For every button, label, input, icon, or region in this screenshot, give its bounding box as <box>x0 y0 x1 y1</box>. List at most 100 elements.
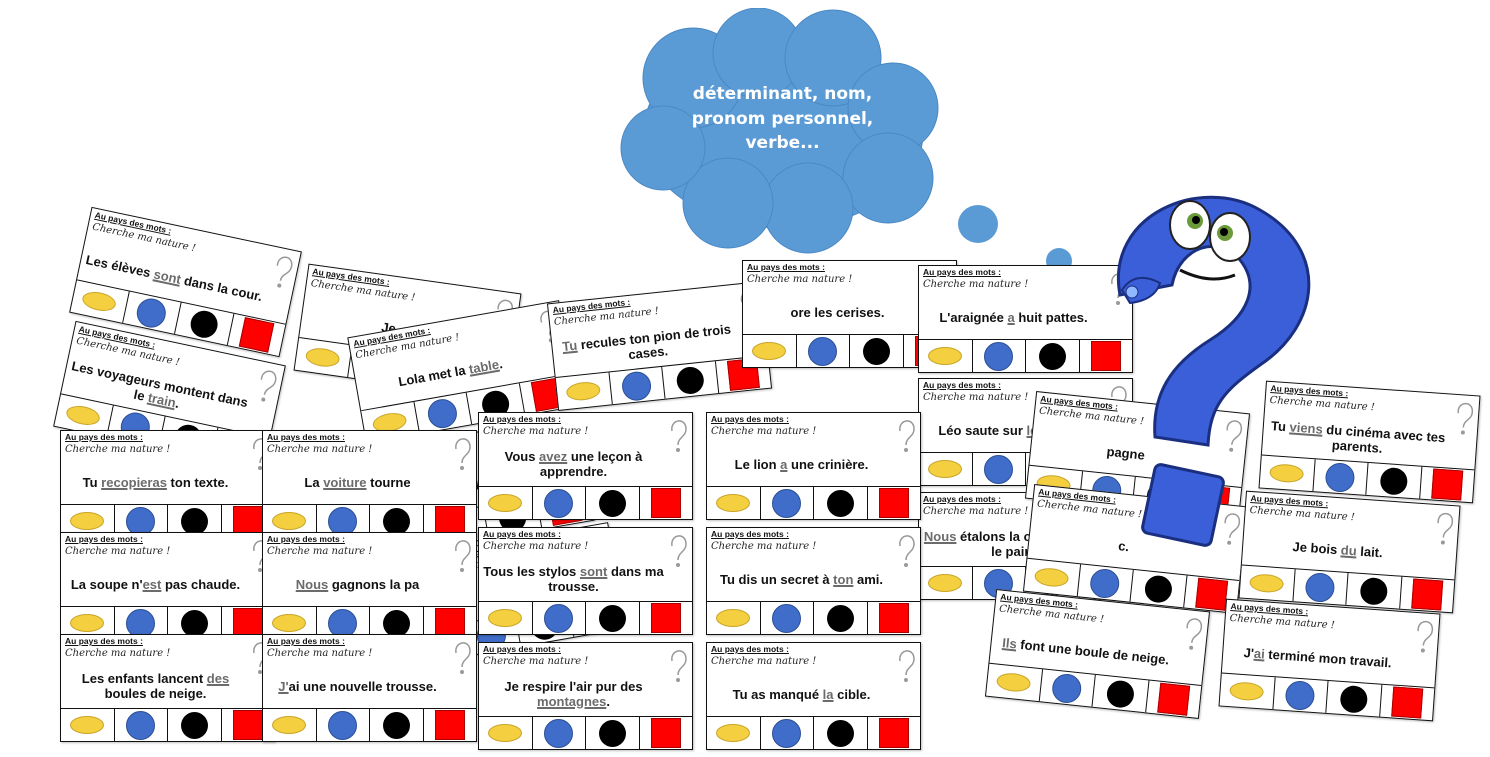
answer-cell-yellow[interactable] <box>555 372 613 410</box>
answer-cell-blue[interactable] <box>533 487 586 519</box>
answer-cell-blue[interactable] <box>973 453 1026 485</box>
answer-cell-red[interactable] <box>424 607 477 639</box>
black-circle-icon <box>382 711 410 739</box>
answer-cell-yellow[interactable] <box>61 709 115 741</box>
answer-cell-black[interactable] <box>1326 680 1382 717</box>
answer-row <box>479 486 692 519</box>
answer-cell-yellow[interactable] <box>743 335 797 367</box>
answer-cell-red[interactable] <box>640 602 693 634</box>
question-logo-icon <box>450 535 474 605</box>
answer-cell-black[interactable] <box>1366 462 1422 499</box>
answer-cell-yellow[interactable] <box>263 607 317 639</box>
answer-cell-yellow[interactable] <box>919 340 973 372</box>
sentence-highlight: la <box>822 686 834 702</box>
answer-cell-red[interactable] <box>1400 577 1455 613</box>
answer-cell-black[interactable] <box>850 335 904 367</box>
black-circle-icon <box>1038 342 1066 370</box>
card-sentence: Tu recopieras ton texte. <box>65 461 246 505</box>
card-subtitle: Cherche ma nature ! <box>747 274 853 285</box>
answer-cell-black[interactable] <box>370 505 424 537</box>
answer-cell-black[interactable] <box>1346 572 1402 609</box>
card-sentence: Tu dis un secret à ton ami. <box>711 558 892 602</box>
answer-cell-red[interactable] <box>1146 681 1202 718</box>
answer-cell-black[interactable] <box>586 487 640 519</box>
answer-cell-red[interactable] <box>222 505 275 537</box>
sentence-post: recules ton pion de trois cases. <box>576 321 732 363</box>
red-square-icon <box>1194 577 1228 611</box>
sentence-pre: Les élèves <box>84 251 156 281</box>
exercise-card: Au pays des mots :Cherche ma nature !Tu … <box>546 281 773 411</box>
answer-cell-blue[interactable] <box>317 607 370 639</box>
answer-cell-yellow[interactable] <box>1239 565 1296 602</box>
answer-cell-blue[interactable] <box>1272 677 1329 713</box>
answer-cell-yellow[interactable] <box>263 505 317 537</box>
answer-cell-yellow[interactable] <box>707 487 761 519</box>
answer-cell-red[interactable] <box>868 487 921 519</box>
answer-cell-black[interactable] <box>370 607 424 639</box>
answer-cell-yellow[interactable] <box>479 717 533 749</box>
answer-cell-yellow[interactable] <box>919 453 973 485</box>
answer-cell-blue[interactable] <box>115 709 168 741</box>
answer-cell-blue[interactable] <box>973 340 1026 372</box>
card-subtitle: Cherche ma nature ! <box>267 648 373 659</box>
answer-cell-yellow[interactable] <box>263 709 317 741</box>
blue-circle-icon <box>544 718 574 748</box>
yellow-oval-icon <box>272 614 307 632</box>
answer-cell-yellow[interactable] <box>707 602 761 634</box>
answer-cell-red[interactable] <box>222 709 275 741</box>
answer-cell-blue[interactable] <box>761 602 814 634</box>
answer-cell-yellow[interactable] <box>294 337 353 378</box>
answer-cell-yellow[interactable] <box>479 602 533 634</box>
answer-cell-blue[interactable] <box>413 392 473 434</box>
answer-cell-black[interactable] <box>814 717 868 749</box>
answer-cell-blue[interactable] <box>533 602 586 634</box>
answer-cell-blue[interactable] <box>533 717 586 749</box>
sentence-highlight: a <box>780 456 788 472</box>
answer-cell-blue[interactable] <box>317 709 370 741</box>
answer-cell-black[interactable] <box>814 487 868 519</box>
exercise-card: Au pays des mots :Cherche ma nature !Les… <box>53 320 286 472</box>
red-square-icon <box>878 718 909 748</box>
answer-cell-black[interactable] <box>1026 340 1080 372</box>
sentence-post: ai une nouvelle trousse. <box>288 678 437 694</box>
answer-cell-blue[interactable] <box>797 335 850 367</box>
answer-cell-yellow[interactable] <box>707 717 761 749</box>
answer-cell-red[interactable] <box>424 709 477 741</box>
answer-cell-red[interactable] <box>640 717 693 749</box>
answer-cell-yellow[interactable] <box>919 567 973 599</box>
answer-cell-red[interactable] <box>640 487 693 519</box>
answer-cell-red[interactable] <box>424 505 477 537</box>
answer-cell-blue[interactable] <box>115 505 168 537</box>
answer-cell-black[interactable] <box>168 607 222 639</box>
sentence-post: terminé mon travail. <box>1264 646 1393 670</box>
answer-cell-black[interactable] <box>586 602 640 634</box>
sentence-pre: La <box>304 474 324 490</box>
answer-cell-yellow[interactable] <box>61 607 115 639</box>
answer-cell-yellow[interactable] <box>61 505 115 537</box>
answer-cell-red[interactable] <box>868 717 921 749</box>
answer-cell-red[interactable] <box>868 602 921 634</box>
answer-cell-blue[interactable] <box>608 366 666 405</box>
answer-cell-black[interactable] <box>1092 674 1150 713</box>
answer-cell-blue[interactable] <box>1292 569 1349 605</box>
answer-cell-black[interactable] <box>168 505 222 537</box>
answer-row <box>263 708 476 741</box>
answer-cell-blue[interactable] <box>761 487 814 519</box>
answer-cell-red[interactable] <box>1420 467 1475 503</box>
answer-cell-blue[interactable] <box>761 717 814 749</box>
answer-cell-black[interactable] <box>662 361 719 399</box>
answer-cell-black[interactable] <box>168 709 222 741</box>
answer-cell-red[interactable] <box>1080 340 1133 372</box>
answer-cell-yellow[interactable] <box>986 663 1043 702</box>
answer-cell-black[interactable] <box>814 602 868 634</box>
answer-cell-red[interactable] <box>1380 685 1435 721</box>
answer-cell-black[interactable] <box>370 709 424 741</box>
sentence-highlight: sont <box>579 564 608 580</box>
answer-cell-black[interactable] <box>586 717 640 749</box>
answer-cell-blue[interactable] <box>317 505 370 537</box>
answer-cell-yellow[interactable] <box>1219 673 1276 710</box>
answer-cell-yellow[interactable] <box>479 487 533 519</box>
blue-circle-icon <box>772 603 802 633</box>
answer-cell-black[interactable] <box>1130 569 1188 608</box>
answer-cell-blue[interactable] <box>1039 669 1096 707</box>
